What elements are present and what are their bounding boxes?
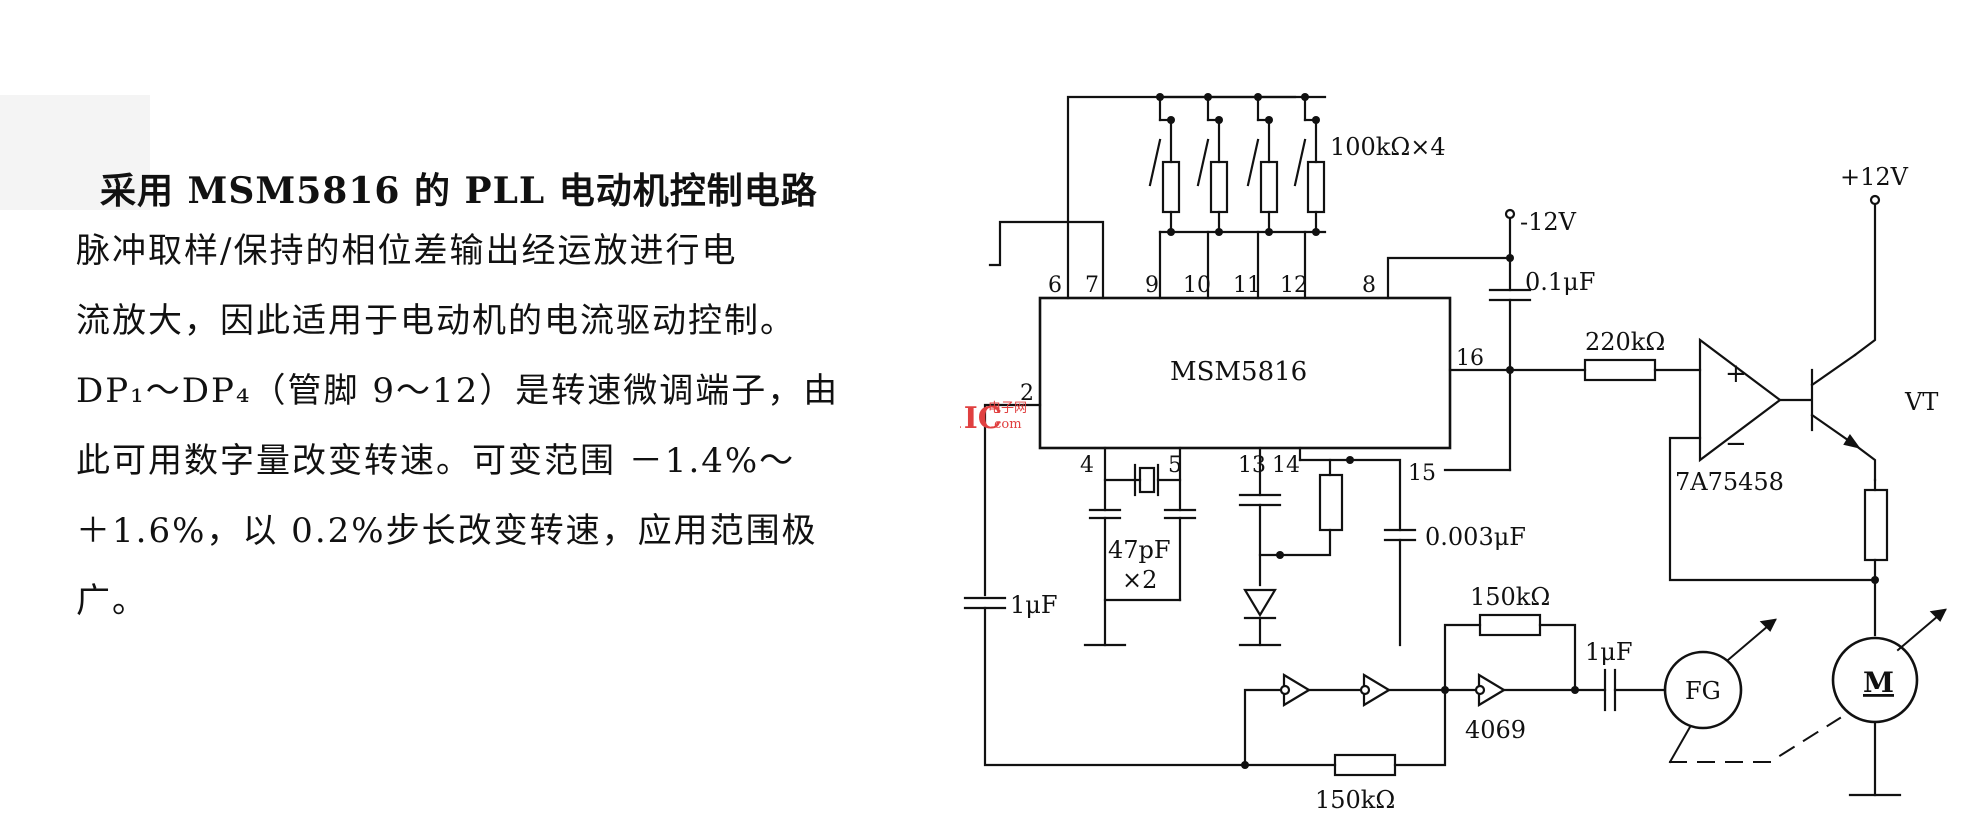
pin-12-label: 12 xyxy=(1280,273,1308,298)
resistor-pin14 xyxy=(1318,473,1344,532)
article-line-4: 此可用数字量改变转速。可变范围 －1.4%～ xyxy=(76,441,796,481)
pin-6-label: 6 xyxy=(1048,273,1062,298)
pin-14-label: 14 xyxy=(1272,453,1300,478)
wire-feedback xyxy=(1668,436,1877,582)
cap-1u-left-label: 1μF xyxy=(1010,591,1058,619)
pin-2-label: 2 xyxy=(1020,381,1034,406)
cap-0003-label: 0.003μF xyxy=(1425,523,1526,551)
cap-47p-label: 47pF xyxy=(1108,536,1171,564)
article-line-2: 流放大，因此适用于电动机的电流驱动控制。 xyxy=(76,301,796,341)
ic-body xyxy=(1038,296,1452,450)
page-shade xyxy=(0,95,150,210)
pin-10-label: 10 xyxy=(1183,273,1211,298)
fg-label: FG xyxy=(1685,677,1721,705)
pin-4-label: 4 xyxy=(1080,453,1094,478)
pin-13-label: 13 xyxy=(1238,453,1266,478)
opamp-plus: + xyxy=(1725,359,1747,389)
opamp-label: 7A75458 xyxy=(1675,468,1784,496)
transistor-label: VT xyxy=(1904,388,1938,416)
watermark-sub: 电子网 xyxy=(988,401,1027,416)
cap-1u-right-label: 1μF xyxy=(1585,638,1633,666)
watermark-brand: 21IC xyxy=(960,401,1002,436)
transistor-collector xyxy=(1853,203,1877,357)
pin-9-label: 9 xyxy=(1145,273,1159,298)
opamp-minus: − xyxy=(1725,429,1747,459)
motor-label: M xyxy=(1863,666,1894,699)
article-line-5: ＋1.6%，以 0.2%步长改变转速，应用范围极 xyxy=(76,511,818,551)
article-line-6: 广。 xyxy=(76,581,148,621)
wire-pin8 xyxy=(1386,256,1512,300)
watermark: 21IC 电子网 .com xyxy=(960,401,1027,436)
mechanical-link xyxy=(1669,716,1842,763)
supply-neg-label: -12V xyxy=(1520,208,1577,236)
article-title: 采用 MSM5816 的 PLL 电动机控制电路 xyxy=(100,170,818,212)
crystal xyxy=(1138,466,1156,494)
pin-5-label: 5 xyxy=(1168,453,1182,478)
resistor-array xyxy=(1148,95,1327,300)
ic-label: MSM5816 xyxy=(1170,357,1307,387)
resistor-150k-bottom xyxy=(1333,753,1397,777)
pin-11-label: 11 xyxy=(1233,273,1261,298)
wire-pin2 xyxy=(983,403,1042,597)
diode xyxy=(1243,588,1277,618)
pin-15-label: 15 xyxy=(1408,461,1436,486)
inverter-label: 4069 xyxy=(1465,716,1526,744)
resistor-220k xyxy=(1583,358,1657,382)
circuit-diagram: 6 7 9 10 11 12 8 2 16 4 5 13 14 15 MSM58… xyxy=(960,93,1947,814)
opamp-body xyxy=(1698,337,1782,463)
article-line-3: DP₁～DP₄（管脚 9～12）是转速微调端子，由 xyxy=(76,371,840,411)
res-array-label: 100kΩ×4 xyxy=(1330,133,1446,161)
terminal-pos12 xyxy=(1869,194,1881,206)
cap-47p-mult-label: ×2 xyxy=(1122,566,1157,594)
watermark-domain: .com xyxy=(990,417,1022,432)
res-150k-top-label: 150kΩ xyxy=(1470,583,1550,611)
pin-16-label: 16 xyxy=(1456,346,1484,371)
pin-8-label: 8 xyxy=(1362,273,1376,298)
fg-generator xyxy=(1663,650,1743,730)
res-220k-label: 220kΩ xyxy=(1585,328,1665,356)
article-line-1: 脉冲取样/保持的相位差输出经运放进行电 xyxy=(76,231,738,271)
terminal-neg12 xyxy=(1504,208,1516,220)
wire-pin7 xyxy=(988,220,1105,300)
res-150k-bottom-label: 150kΩ xyxy=(1315,786,1395,814)
resistor-emitter xyxy=(1863,488,1889,562)
supply-pos-label: +12V xyxy=(1840,163,1909,191)
resistor-150k-top xyxy=(1478,613,1542,637)
pin-7-label: 7 xyxy=(1085,273,1099,298)
junction-dots xyxy=(1156,93,1879,769)
cap-01-label: 0.1μF xyxy=(1525,268,1595,296)
